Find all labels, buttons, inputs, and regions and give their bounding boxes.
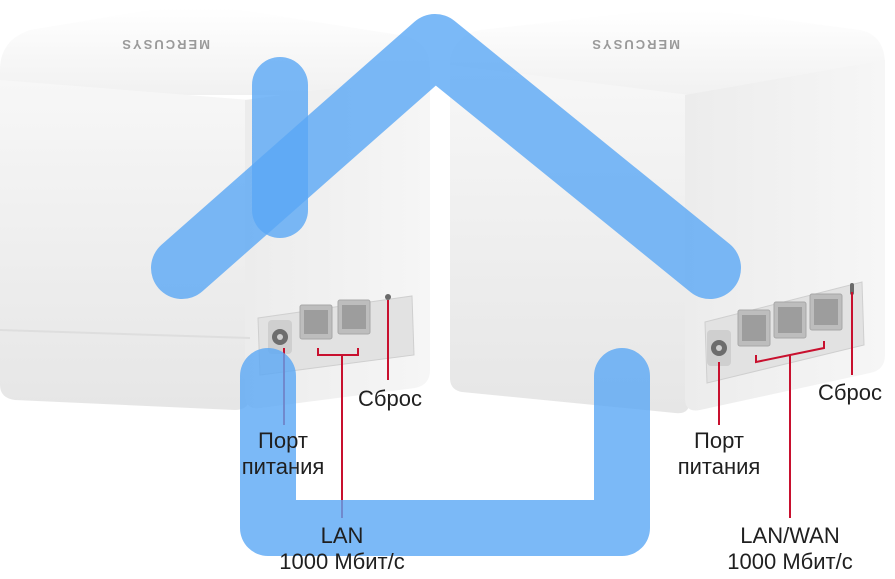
lan-label-right-line1: LAN/WAN bbox=[740, 523, 840, 548]
home-network-overlay bbox=[151, 14, 741, 556]
power-port-label-left: Порт питания bbox=[228, 428, 338, 480]
reset-label-left: Сброс bbox=[358, 386, 422, 411]
lan-label-left: LAN 1000 Мбит/с bbox=[252, 523, 432, 575]
reset-label-right: Сброс bbox=[818, 380, 882, 405]
power-port-label-right: Порт питания bbox=[664, 428, 774, 480]
lan-wan-label-right: LAN/WAN 1000 Мбит/с bbox=[695, 523, 885, 575]
power-label-left-line2: питания bbox=[241, 454, 325, 479]
right-mesh-unit: MERCUSYS bbox=[450, 10, 885, 414]
power-label-right-line1: Порт bbox=[694, 428, 744, 453]
lan-label-left-line1: LAN bbox=[320, 523, 364, 548]
brand-logo-right: MERCUSYS bbox=[590, 37, 680, 52]
reset-hole-left bbox=[385, 294, 391, 300]
lan-label-left-line2: 1000 Мбит/с bbox=[279, 549, 405, 574]
power-label-left-line1: Порт bbox=[258, 428, 308, 453]
power-label-right-line2: питания bbox=[677, 454, 761, 479]
lan-label-right-line2: 1000 Мбит/с bbox=[727, 549, 853, 574]
brand-logo-left: MERCUSYS bbox=[120, 37, 210, 52]
